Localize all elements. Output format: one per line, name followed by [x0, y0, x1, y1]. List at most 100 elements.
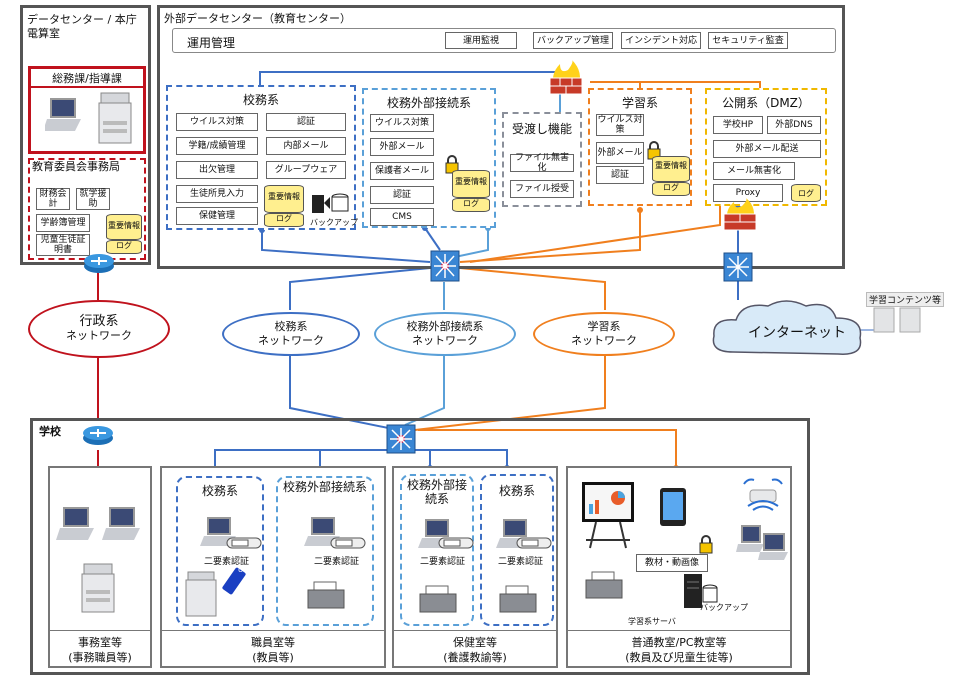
- internet-label: インターネット: [748, 325, 846, 341]
- gaibu-item-0: ウイルス対策: [370, 114, 434, 132]
- printer-icon: [499, 585, 537, 613]
- jimu-room: 事務室等 (事務職員等): [48, 466, 152, 668]
- gaibu-network: 校務外部接続系 ネットワーク: [374, 312, 516, 356]
- school-box: 学校: [30, 418, 810, 675]
- auth-token-icon: [226, 537, 262, 549]
- koumu-network: 校務系 ネットワーク: [222, 312, 360, 356]
- hoken-label-1: 保健室等: [453, 636, 497, 649]
- gakushu-item-0: ウイルス対策: [596, 114, 644, 136]
- router-icon: [84, 254, 114, 273]
- dmz-item-1: 外部DNS: [767, 116, 821, 134]
- nyoso-label-3: 二要素認証: [420, 557, 466, 567]
- dmz-log-label: ログ: [798, 189, 814, 198]
- router-icon: [83, 426, 113, 445]
- koumu-uplink: [261, 230, 431, 263]
- hoken-koumu-zone: 校務系 二要素認証: [480, 474, 554, 626]
- koumu-db-label: 重要情報: [268, 192, 300, 201]
- auth-token-icon: [438, 537, 474, 549]
- ops-audit: セキュリティ監査: [708, 32, 788, 49]
- usb-label: USB: [238, 566, 253, 574]
- futsu-server-label: 学習系サーバ: [628, 617, 676, 626]
- log-icon: ログ: [106, 240, 142, 254]
- shokuin-gaibu-label: 校務外部接続系: [282, 480, 367, 494]
- whiteboard-icon: [582, 482, 634, 549]
- koumu-group: 校務系 ウイルス対策 認証 学籍/成績管理 内部メール 出欠管理 グループウェア…: [166, 85, 358, 230]
- futsu-label-1: 普通教室/PC教室等: [631, 636, 727, 649]
- gaibu-db-label: 重要情報: [455, 177, 487, 186]
- gyousei-net-label-2: ネットワーク: [66, 329, 132, 342]
- gakushu-item-1: 外部メール: [596, 142, 644, 164]
- soumu-box: 総務課/指導課: [28, 66, 146, 154]
- gaibu-net-label-2: ネットワーク: [412, 334, 478, 347]
- soumu-label: 総務課/指導課: [31, 70, 143, 88]
- shokuin-label-2: (教員等): [252, 651, 294, 664]
- db-icon: 重要情報: [106, 214, 142, 240]
- jimu-label-2: (事務職員等): [68, 651, 132, 664]
- gakushu-net-line: [414, 267, 606, 431]
- dmz-title: 公開系（DMZ）: [722, 96, 810, 110]
- wifi-ap-icon: [743, 478, 783, 511]
- school-title: 学校: [39, 425, 61, 438]
- dmz-group: 公開系（DMZ） 学校HP 外部DNS 外部メール配送 メール無害化 Proxy…: [705, 88, 827, 206]
- ukewatashi-group: 受渡し機能 ファイル無害化 ファイル授受: [502, 112, 582, 207]
- koumu-net-line: [289, 267, 431, 431]
- gaibu-item-1: 外部メール: [370, 138, 434, 156]
- gakushu-item-2: 認証: [596, 166, 644, 184]
- ukewatashi-item-1: ファイル授受: [510, 180, 574, 198]
- lock-icon: [699, 535, 713, 554]
- futsu-label-2: (教員及び児童生徒等): [625, 651, 733, 664]
- datacenter-title-1: データセンター / 本庁: [27, 13, 137, 26]
- external-dc-box: 外部データセンター（教育センター）: [157, 5, 845, 269]
- nyoso-label-2: 二要素認証: [314, 557, 360, 567]
- db-label: 重要情報: [108, 221, 140, 230]
- futsu-room: 教材・動画像 バックアップ 学習系サーバ 普通教室/PC教室等 (教員及び児童生…: [566, 466, 792, 668]
- dmz-item-3: メール無害化: [713, 162, 795, 180]
- external-title: 外部データセンター（教育センター）: [164, 12, 351, 25]
- shokuin-gaibu-zone: 校務外部接続系 二要素認証: [276, 476, 374, 626]
- ops-label: 運用管理: [187, 36, 236, 50]
- server-icon: [873, 307, 921, 333]
- tablet-icon: [660, 488, 686, 526]
- gaibu-title: 校務外部接続系: [386, 96, 471, 110]
- koumu-item-6: 生徒所見入力: [176, 185, 258, 203]
- hoken-koumu-label: 校務系: [498, 484, 535, 498]
- shokuin-koumu-label: 校務系: [201, 484, 238, 498]
- nyoso-label-4: 二要素認証: [498, 557, 544, 567]
- zaimu-box: 財務会計: [36, 188, 70, 210]
- koumu-item-0: ウイルス対策: [176, 113, 258, 131]
- koumu-log-icon: ログ: [264, 213, 304, 227]
- shugaku-box: 就学援助: [76, 188, 110, 210]
- ukewatashi-uplink: [449, 228, 489, 259]
- ops-backup: バックアップ管理: [533, 32, 613, 49]
- gaibu-db-icon: 重要情報: [452, 170, 490, 198]
- gakushu-group: 学習系 ウイルス対策 外部メール 認証 重要情報 ログ: [588, 88, 692, 206]
- gyousei-network: 行政系 ネットワーク: [28, 300, 170, 358]
- ops-incident: インシデント対応: [621, 32, 701, 49]
- school-switch-icon: [386, 424, 416, 454]
- koumu-item-4: 出欠管理: [176, 161, 258, 179]
- gakushu-log-icon: ログ: [652, 182, 690, 196]
- iinkai-box: 教育委員会事務局 財務会計 就学援助 学齢簿管理 児童生徒証明書 重要情報 ログ: [28, 158, 146, 260]
- school-gakushu-bus: [418, 429, 677, 468]
- gaibu-group: 校務外部接続系 ウイルス対策 外部メール 保護者メール 認証 CMS 重要情報 …: [362, 88, 496, 228]
- koumu-net-label-2: ネットワーク: [258, 334, 324, 347]
- backup-icon: [312, 193, 349, 213]
- internet-switch-icon: [723, 252, 753, 282]
- koumu-title: 校務系: [242, 93, 279, 107]
- gakushu-net-label-1: 学習系: [587, 320, 621, 333]
- datacenter-box: データセンター / 本庁 電算室 総務課/指導課 教育委員会事務局 財務会計 就…: [20, 5, 151, 265]
- koumu-log-label: ログ: [276, 214, 292, 223]
- iinkai-label: 教育委員会事務局: [32, 161, 120, 173]
- copier-icon: [81, 563, 115, 613]
- auth-token-icon: [516, 537, 552, 549]
- top-blue-bus: [259, 71, 555, 85]
- ops-panel: 運用管理 運用監視 バックアップ管理 インシデント対応 セキュリティ監査: [172, 28, 836, 53]
- nyoso-label-1: 二要素認証: [204, 557, 250, 567]
- ukewatashi-item-0: ファイル無害化: [510, 153, 574, 173]
- server-icon: [684, 574, 718, 608]
- school-koumu-bus: [214, 440, 508, 472]
- firewall-icon: [549, 60, 583, 95]
- shokuin-label-1: 職員室等: [251, 636, 295, 649]
- laptop-icon: [45, 98, 81, 131]
- jimu-label-1: 事務室等: [78, 636, 122, 649]
